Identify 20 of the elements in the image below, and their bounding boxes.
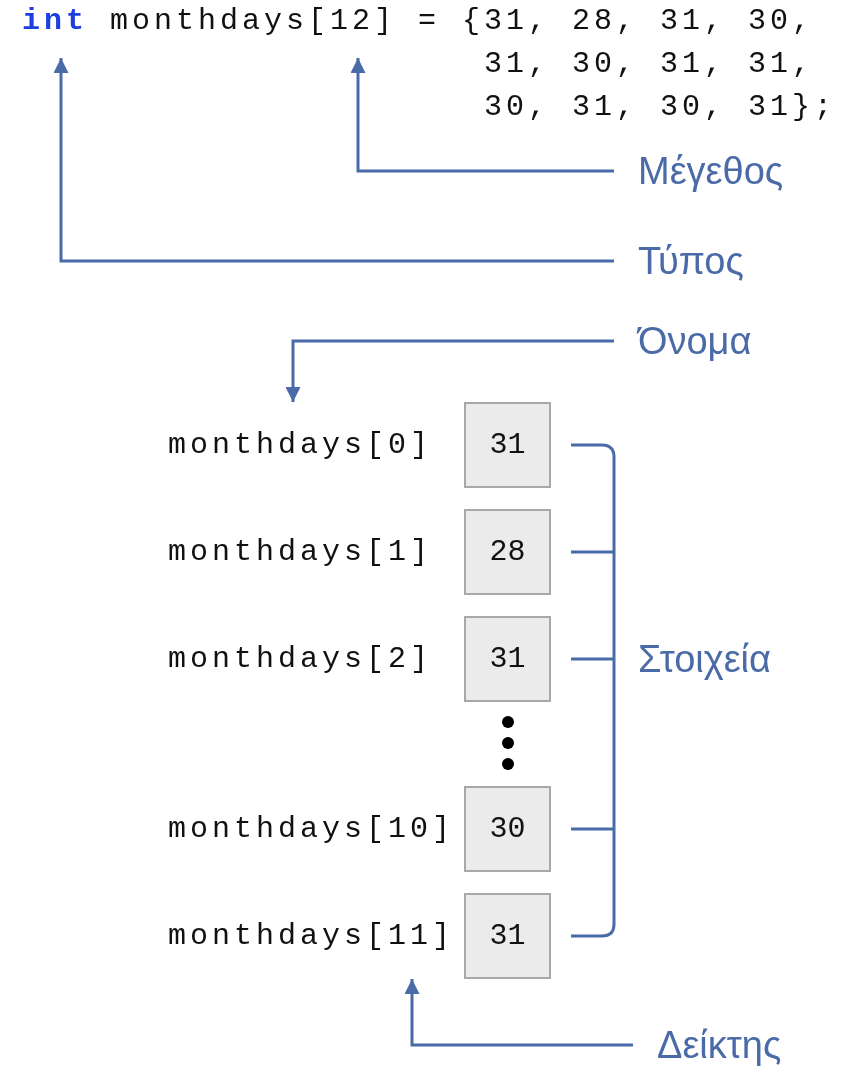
annotation-label: Δείκτης bbox=[657, 1022, 782, 1068]
annotation-label: Στοιχεία bbox=[638, 637, 772, 682]
annotation-label: Μέγεθος bbox=[638, 148, 784, 194]
array-element-name: monthdays[0] bbox=[168, 402, 433, 488]
array-element-name: monthdays[1] bbox=[168, 534, 433, 571]
value-box: 31 bbox=[464, 402, 551, 488]
leader-line bbox=[404, 979, 633, 1047]
value-box: 30 bbox=[464, 786, 551, 872]
array-element-name: monthdays[2] bbox=[168, 641, 433, 678]
leader-line bbox=[285, 339, 614, 402]
array-element-name: monthdays[10] bbox=[168, 811, 455, 848]
code-snippet: int monthdays[12] = {31, 28, 31, 30, 31, 30, 31, 31, 30, 31, 30, 31}; bbox=[22, 0, 840, 129]
value-box: 31 bbox=[464, 893, 551, 979]
annotation-label: Τύπος bbox=[638, 238, 744, 284]
value-box: 28 bbox=[464, 509, 551, 595]
array-element-name: monthdays[11] bbox=[168, 893, 455, 979]
value-box: 31 bbox=[464, 616, 551, 702]
leader-line bbox=[350, 58, 614, 173]
annotation-label: Όνομα bbox=[638, 318, 752, 364]
leader-line bbox=[53, 58, 614, 263]
